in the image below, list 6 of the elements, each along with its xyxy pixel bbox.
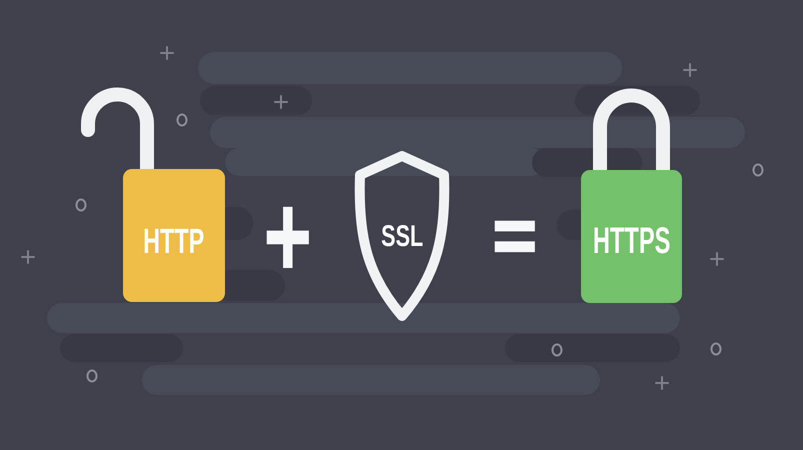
open-padlock [80,86,226,304]
plus-sign: + [261,202,315,270]
shield-label: SSL [380,222,423,252]
lock-label: HTTP [143,224,205,259]
equals-sign: = [488,212,542,258]
lock-label: HTTPS [592,222,670,259]
